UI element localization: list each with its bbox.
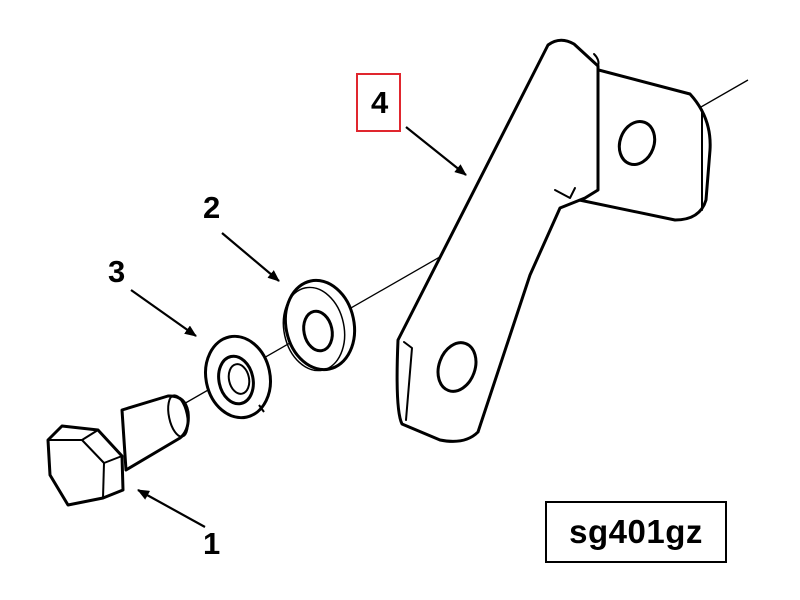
leader-arrow-3 bbox=[130, 289, 197, 337]
bracket-part-4 bbox=[395, 38, 712, 443]
callout-part-2: 2 bbox=[203, 190, 221, 225]
reference-code-box: sg401gz bbox=[545, 501, 727, 563]
callout-part-1: 1 bbox=[203, 526, 221, 561]
callout-part-4: 4 bbox=[371, 85, 389, 120]
callout-highlight-box bbox=[356, 73, 401, 132]
leader-arrow-2 bbox=[221, 232, 280, 282]
reference-code: sg401gz bbox=[569, 513, 703, 550]
hex-bolt-part-1 bbox=[46, 394, 190, 507]
callout-leaders bbox=[130, 126, 467, 528]
bracket-lower-hole bbox=[436, 341, 478, 393]
callout-part-3: 3 bbox=[108, 254, 126, 289]
leader-arrow-1 bbox=[137, 489, 206, 528]
bracket-upper-hole bbox=[617, 120, 657, 166]
leader-arrow-4 bbox=[405, 126, 467, 176]
lock-washer-part-3 bbox=[204, 334, 272, 420]
flat-washer-part-2 bbox=[282, 278, 357, 372]
